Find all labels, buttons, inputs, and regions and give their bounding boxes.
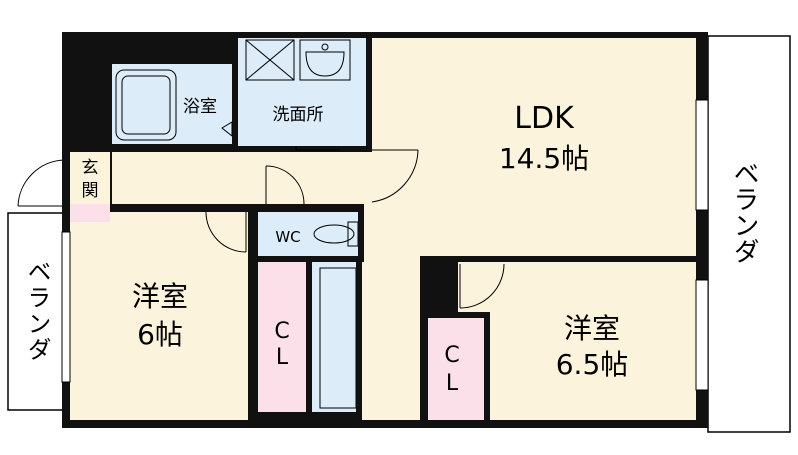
balcony-left-label: ベランダ [23, 259, 51, 363]
wall-closet2-top [420, 312, 490, 318]
window-western1 [61, 231, 71, 383]
wall-closet1-left [250, 262, 258, 420]
bath-label: 浴室 [183, 97, 217, 117]
washing-space-diagonal2 [245, 39, 295, 81]
wall-western2-left [420, 262, 428, 420]
wall-entrance-left [62, 148, 70, 212]
western2-floor [458, 262, 696, 420]
bathtub [115, 69, 177, 141]
corridor-floor [360, 204, 420, 420]
closet2-label-1: C [444, 343, 459, 368]
entrance-floor [70, 152, 110, 204]
bath-door-mark [221, 121, 233, 138]
toilet-floor [258, 212, 362, 256]
wall-bath-left [106, 64, 112, 152]
western2-name: 洋室 [564, 312, 620, 345]
western1-size: 6帖 [137, 318, 183, 351]
wash-basin-bowl [305, 51, 345, 77]
closet2-label-2: L [446, 371, 459, 396]
wall-ldk-bottom [420, 256, 696, 262]
washroom-label: 洗面所 [273, 105, 324, 125]
wall-wash-left [232, 32, 238, 148]
closet1-floor [258, 262, 306, 412]
bathtub-inner [121, 75, 171, 135]
wall-toilet-bottom [250, 256, 362, 262]
wall-bath-top [106, 58, 238, 64]
closet1-label-1: C [274, 319, 289, 344]
closet1-label-2: L [276, 345, 289, 370]
wash-door-swing [295, 146, 340, 151]
western1-floor [70, 212, 248, 420]
wall-closet2-right [484, 318, 490, 420]
balcony-right-label: ベランダ [729, 160, 759, 264]
toilet-bowl [313, 224, 355, 244]
toilet-label: WC [275, 228, 300, 246]
entrance-step [70, 204, 110, 222]
wall-hall-bottom [110, 204, 250, 212]
closet2-floor [428, 318, 484, 420]
window-western2 [695, 279, 709, 391]
bath-floor [112, 64, 238, 144]
entrance-door-swing [17, 159, 65, 207]
basin-tap [321, 43, 329, 51]
wash-basin [299, 39, 351, 81]
entrance-label-2: 関 [82, 181, 99, 201]
wall-toilet-right [358, 204, 364, 262]
hall-door-swing [265, 165, 305, 205]
western1-door-swing [205, 211, 247, 253]
western2-size: 6.5帖 [556, 348, 629, 381]
ldk-size: 14.5帖 [499, 142, 589, 175]
entrance-label-1: 玄 [82, 158, 99, 178]
western1-name: 洋室 [132, 280, 188, 313]
wall-toilet-top [250, 204, 362, 212]
wall-toilet-left [250, 204, 258, 262]
western2-door-swing [459, 263, 505, 309]
ldk-floor [372, 38, 696, 262]
ldk-name: LDK [514, 101, 575, 136]
ldk-door-swing [371, 149, 419, 203]
washroom-floor [238, 38, 366, 146]
wall-bath-bottom [106, 144, 238, 152]
balcony-left-area [7, 212, 65, 411]
wall-wash-right [366, 32, 372, 146]
wall-closet1-right [306, 262, 312, 420]
window-ldk [695, 99, 709, 211]
balcony-right-area [707, 35, 791, 433]
hall-floor [112, 152, 374, 204]
washing-machine-space [245, 39, 295, 81]
wall-storage-right [356, 262, 362, 420]
